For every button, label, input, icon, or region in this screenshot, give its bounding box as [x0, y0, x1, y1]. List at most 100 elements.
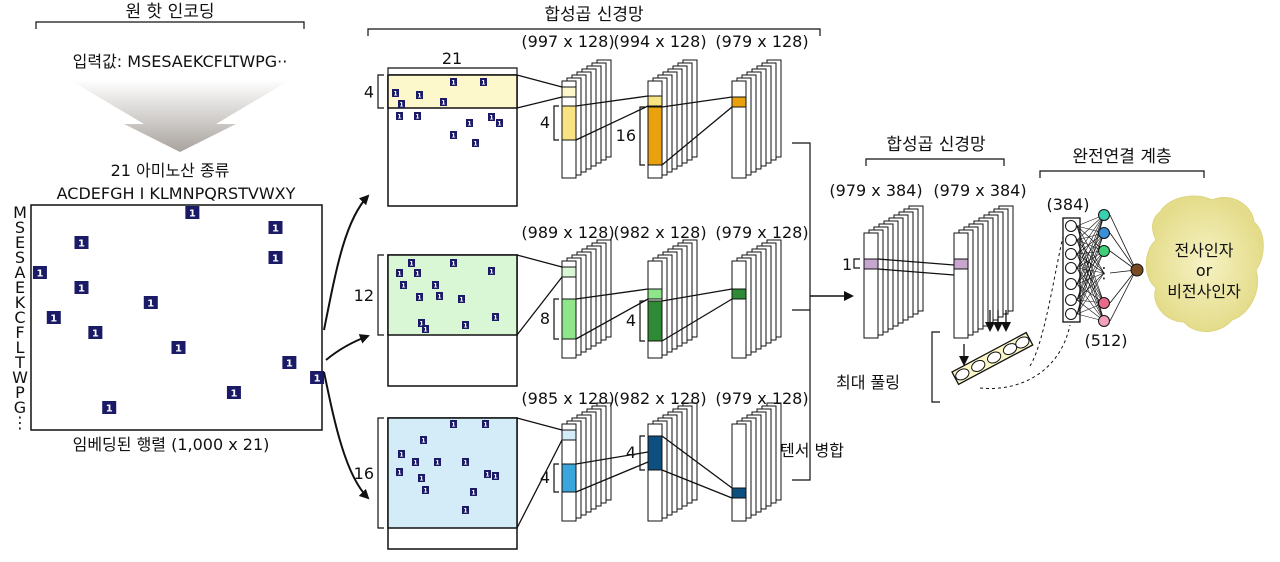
stack2-bracket: [639, 106, 645, 166]
fc-input-node: [1065, 248, 1077, 260]
branch-matrix-cell: 1: [420, 436, 427, 445]
branch-kernel-bracket: [377, 254, 384, 336]
fc-hidden-node: [1098, 297, 1110, 309]
branch-matrix-cell-box: [422, 325, 429, 333]
amino-acid-letters: ACDEFGH I KLMNPQRSTVWXY: [57, 184, 296, 203]
cnn2-stack: [953, 205, 1014, 339]
matrix-cell-value: 1: [314, 374, 321, 385]
branch-matrix-cell: 1: [396, 112, 403, 121]
stack1-bracket: [553, 298, 559, 340]
branch-matrix-cell: 1: [492, 313, 499, 322]
output-line-2: or: [1196, 261, 1213, 280]
fc-edge: [1076, 232, 1105, 269]
cnn2-section: 합성곱 신경망 (979 x 384) (979 x 384) 1 최대 풀링: [829, 135, 1071, 403]
matrix-cell-box: [88, 326, 103, 339]
branch-matrix-cell-value: 1: [399, 102, 403, 109]
branch-matrix-cell-value: 1: [401, 283, 405, 290]
fc-edge: [1076, 214, 1105, 241]
fc-input-node: [1065, 220, 1077, 232]
stack2-kernel-label: 4: [626, 311, 636, 330]
feature-map-layer: [731, 80, 747, 179]
output-line-1: 전사인자: [1175, 241, 1234, 260]
branch-matrix-cell-box: [462, 506, 469, 514]
fc-title: 완전연결 계층: [1072, 147, 1171, 167]
branch-matrix-cell-value: 1: [441, 100, 445, 107]
branch-matrix-cell-value: 1: [485, 472, 489, 479]
matrix-cell: 1: [268, 221, 283, 235]
matrix-cell-value: 1: [92, 329, 99, 340]
pool-to-fc-dashed: [979, 324, 1071, 389]
pooled-vector: [951, 331, 1034, 386]
matrix-cell-box: [46, 311, 61, 324]
matrix-cell: 1: [226, 386, 241, 400]
branch-matrix-cell-box: [412, 458, 419, 466]
cnn-bracket: [367, 28, 821, 36]
branch-matrix-cell-value: 1: [435, 460, 439, 467]
branch-matrix-cell-value: 1: [421, 438, 425, 445]
branch-matrix-cell-value: 1: [489, 269, 493, 276]
stack1-kernel-label: 4: [540, 113, 550, 132]
stack2-cell: [647, 95, 663, 107]
branch-matrix-cell-box: [450, 78, 457, 86]
feature-map-size-label: (985 x 128): [521, 389, 614, 408]
matrix-cell-value: 1: [189, 209, 196, 220]
branch-matrix-cell: 1: [400, 281, 407, 290]
fc-hidden-node: [1098, 315, 1110, 327]
branch-matrix-cell-value: 1: [417, 93, 421, 100]
branch-matrix-cell-box: [392, 89, 399, 97]
matrix-cell-value: 1: [106, 404, 113, 415]
branch-matrix-cell-value: 1: [459, 297, 463, 304]
feature-map-stack: [731, 239, 782, 359]
branch-matrix-cell-box: [398, 450, 405, 458]
branch-matrix-cell-box: [396, 112, 403, 120]
branch-matrix-cell-value: 1: [413, 460, 417, 467]
matrix-cell-box: [310, 371, 325, 384]
branch-kernel-label: 16: [354, 464, 374, 483]
cnn2-connection: [877, 258, 955, 266]
one-hot-title: 원 핫 인코딩: [125, 2, 214, 22]
sequence-letters: MSESAEKCFLTWPG⋮: [12, 203, 28, 432]
sequence-letter: C: [14, 308, 25, 327]
matrix-caption: 임베딩된 행렬 (1,000 x 21): [73, 435, 270, 454]
branch-matrix-cell-value: 1: [463, 508, 467, 515]
branch-matrix-cell-value: 1: [415, 271, 419, 278]
branch-matrix-cell-box: [480, 78, 487, 86]
branch-matrix-cell-box: [434, 458, 441, 466]
connection-line: [575, 298, 649, 340]
stack2-kernel-label: 4: [626, 443, 636, 462]
feature-map-size-label: (979 x 128): [715, 32, 808, 51]
matrix-cell-value: 1: [175, 344, 182, 355]
matrix-cell-value: 1: [272, 254, 279, 265]
sequence-letter: T: [14, 353, 25, 372]
matrix-cell: 1: [46, 311, 61, 325]
feature-map-layer: [731, 423, 747, 522]
branch-matrix-cell: 1: [466, 119, 473, 128]
fc-edge: [1076, 250, 1105, 285]
connection-line: [575, 105, 649, 141]
branch-matrix-cell-box: [496, 119, 503, 127]
fc-edge: [1076, 267, 1105, 274]
stack1-cell: [561, 266, 577, 278]
branch-kernel-label: 12: [354, 286, 374, 305]
branch-matrix-cell-value: 1: [473, 141, 477, 148]
fc-hidden-ellipsis: ⋮: [1097, 264, 1112, 282]
branch-matrix-cell: 1: [462, 321, 469, 330]
matrix-cell: 1: [74, 281, 89, 295]
connection-line: [516, 254, 563, 268]
stack2-window: [647, 435, 663, 471]
matrix-cell-box: [171, 341, 186, 354]
kernel-width-label: 21: [442, 49, 462, 68]
funnel-arrow: [70, 80, 290, 152]
matrix-cell: 1: [74, 236, 89, 250]
sequence-letter: G: [14, 398, 26, 417]
branch-matrix-cell-value: 1: [423, 488, 427, 495]
sequence-letter: F: [15, 323, 24, 342]
branch-matrix-cell-box: [484, 470, 491, 478]
branch-matrix-cell: 1: [450, 259, 457, 268]
stack1-cell: [561, 429, 577, 441]
fc-edge-out: [1109, 269, 1137, 322]
sequence-letter: E: [15, 233, 25, 252]
